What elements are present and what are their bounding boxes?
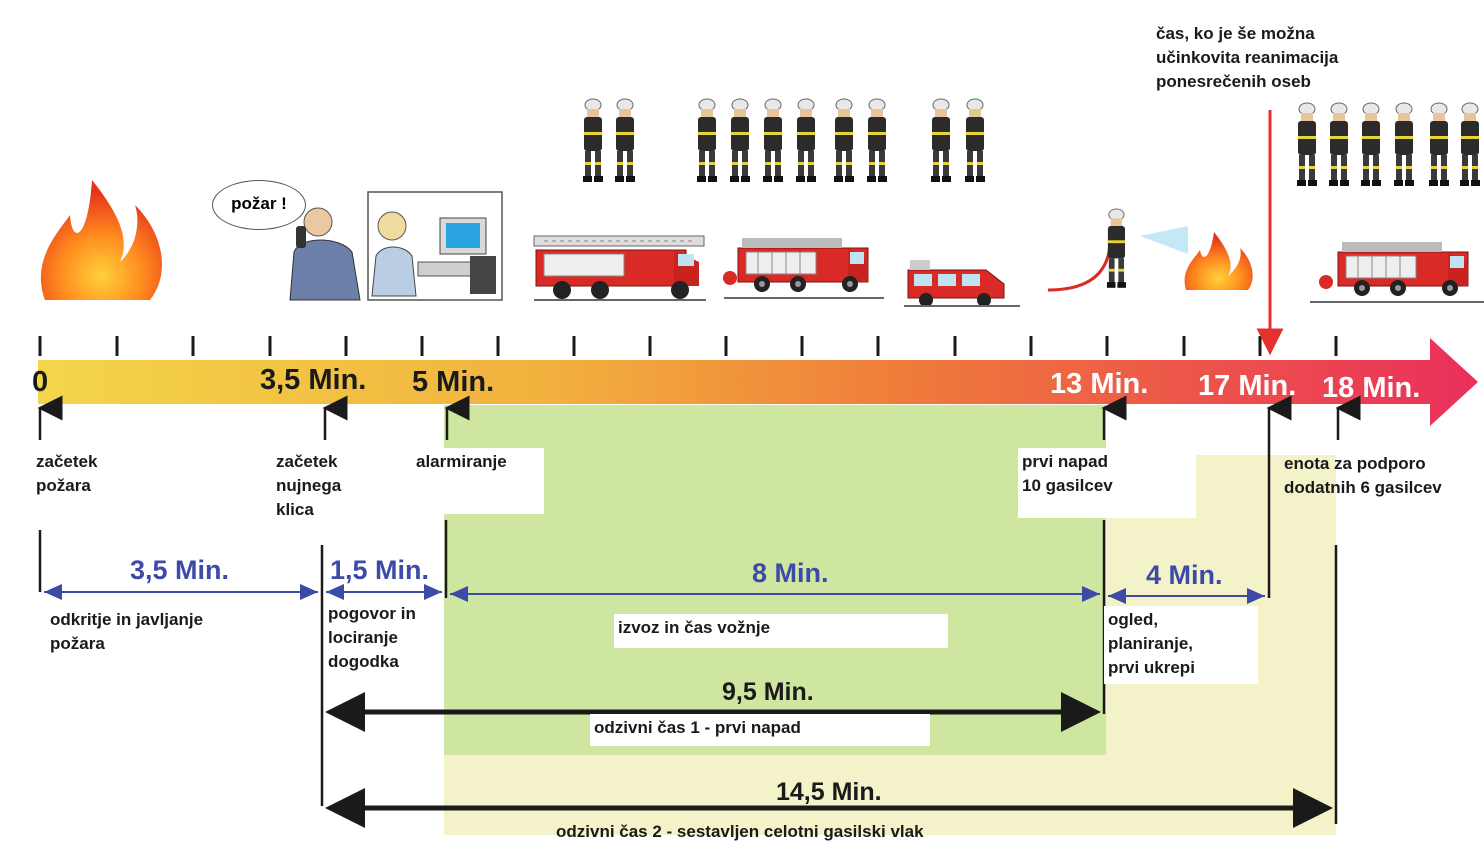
tick-label-17: 17 Min. — [1198, 370, 1297, 402]
red-arrow — [1256, 110, 1284, 356]
duration-arrows — [44, 584, 1265, 604]
fire-icon — [40, 180, 162, 300]
tick-label-3-5: 3,5 Min. — [260, 364, 367, 396]
top-note: čas, ko je še možna učinkovita reanimaci… — [1156, 24, 1339, 91]
fire-engine-icon — [723, 237, 884, 299]
response-label-2: odzivni čas 2 - sestavljen celotni gasil… — [556, 822, 924, 841]
duration-label-2: pogovor in lociranje dogodka — [328, 604, 416, 671]
event-label-fire-start: začetek požara — [36, 452, 98, 495]
support-engine-icon — [1310, 241, 1484, 303]
timeline-ticks — [38, 336, 1338, 356]
event-arrows — [37, 395, 1361, 598]
firefighter-icon — [1296, 102, 1481, 187]
duration-value-3: 8 Min. — [752, 558, 829, 588]
duration-label-3: izvoz in čas vožnje — [614, 614, 948, 648]
tick-label-13: 13 Min. — [1050, 368, 1149, 400]
firefighter-icon — [696, 98, 888, 183]
event-label-call-start: začetek nujnega klica — [276, 452, 342, 519]
small-fire-icon — [1184, 232, 1253, 290]
response-arrows — [325, 692, 1333, 828]
firefighter-icon — [930, 98, 986, 183]
event-label-first-attack: prvi napad 10 gasilcev — [1018, 448, 1196, 518]
caller-icon — [289, 207, 361, 301]
van-icon — [904, 260, 1020, 307]
duration-label-1: odkritje in javljanje požara — [50, 610, 204, 653]
dispatcher-icon — [367, 191, 503, 301]
tick-label-5: 5 Min. — [412, 366, 495, 398]
duration-value-2: 1,5 Min. — [330, 555, 430, 585]
speech-bubble: požar ! — [212, 180, 306, 230]
ladder-truck-icon — [533, 235, 706, 301]
duration-value-4: 4 Min. — [1146, 560, 1223, 590]
duration-label-4: ogled, planiranje, prvi ukrepi — [1104, 606, 1258, 684]
tick-label-18: 18 Min. — [1322, 372, 1421, 404]
tick-label-0: 0 — [32, 366, 49, 398]
response-label-1: odzivni čas 1 - prvi napad — [590, 714, 930, 746]
firefighter-icon — [582, 98, 636, 183]
response-value-1: 9,5 Min. — [722, 678, 814, 706]
response-value-2: 14,5 Min. — [776, 778, 882, 806]
event-label-alarm: alarmiranje — [412, 448, 544, 514]
event-label-support-unit: enota za podporo dodatnih 6 gasilcev — [1284, 454, 1442, 497]
duration-value-1: 3,5 Min. — [130, 555, 230, 585]
firefighter-hose-icon — [1047, 208, 1188, 292]
